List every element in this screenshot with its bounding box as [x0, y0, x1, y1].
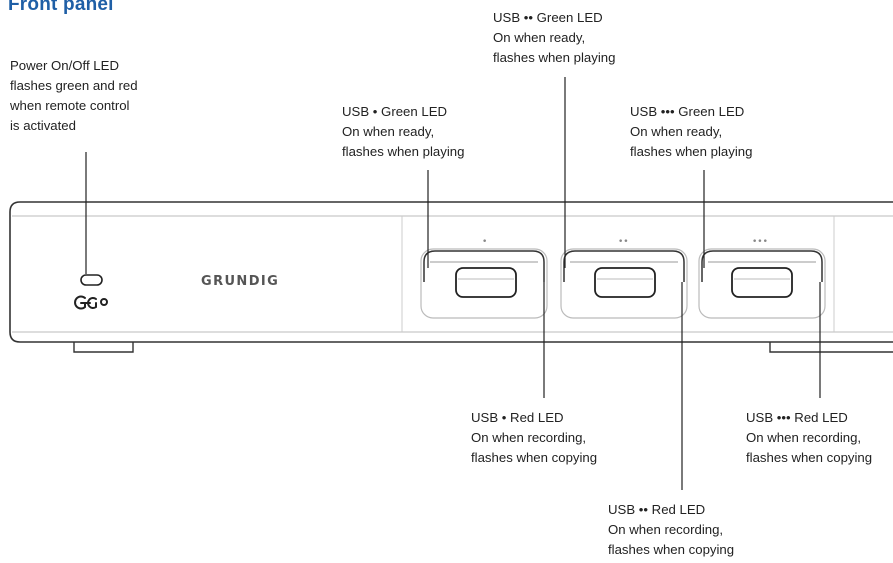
callout-usb2-red-led: USB •• Red LED On when recording, flashe… [608, 502, 735, 557]
device-foot-left [73, 342, 134, 353]
callout-usb3-red-led: USB ••• Red LED On when recording, flash… [746, 410, 873, 465]
device-foot-right [769, 342, 893, 353]
usb-port-2 [560, 248, 688, 319]
callout-power-led: Power On/Off LED flashes green and red w… [10, 58, 138, 133]
callout-usb1-green-led: USB • Green LED On when ready, flashes w… [342, 104, 465, 159]
usb-port-2-marker: •• [618, 237, 629, 247]
usb-port-1-marker: • [482, 237, 487, 247]
brand-logo: GRUNDIG [201, 274, 279, 289]
grundig-go-icon [74, 295, 108, 310]
usb-port-3 [698, 248, 826, 319]
callout-usb3-green-led: USB ••• Green LED On when ready, flashes… [630, 104, 753, 159]
page-title: Front panel [8, 0, 114, 15]
callout-usb2-green-led: USB •• Green LED On when ready, flashes … [493, 10, 616, 65]
usb-port-1 [420, 248, 548, 319]
callout-usb1-red-led: USB • Red LED On when recording, flashes… [471, 410, 598, 465]
power-led [80, 274, 103, 286]
usb-port-3-marker: ••• [752, 237, 768, 247]
